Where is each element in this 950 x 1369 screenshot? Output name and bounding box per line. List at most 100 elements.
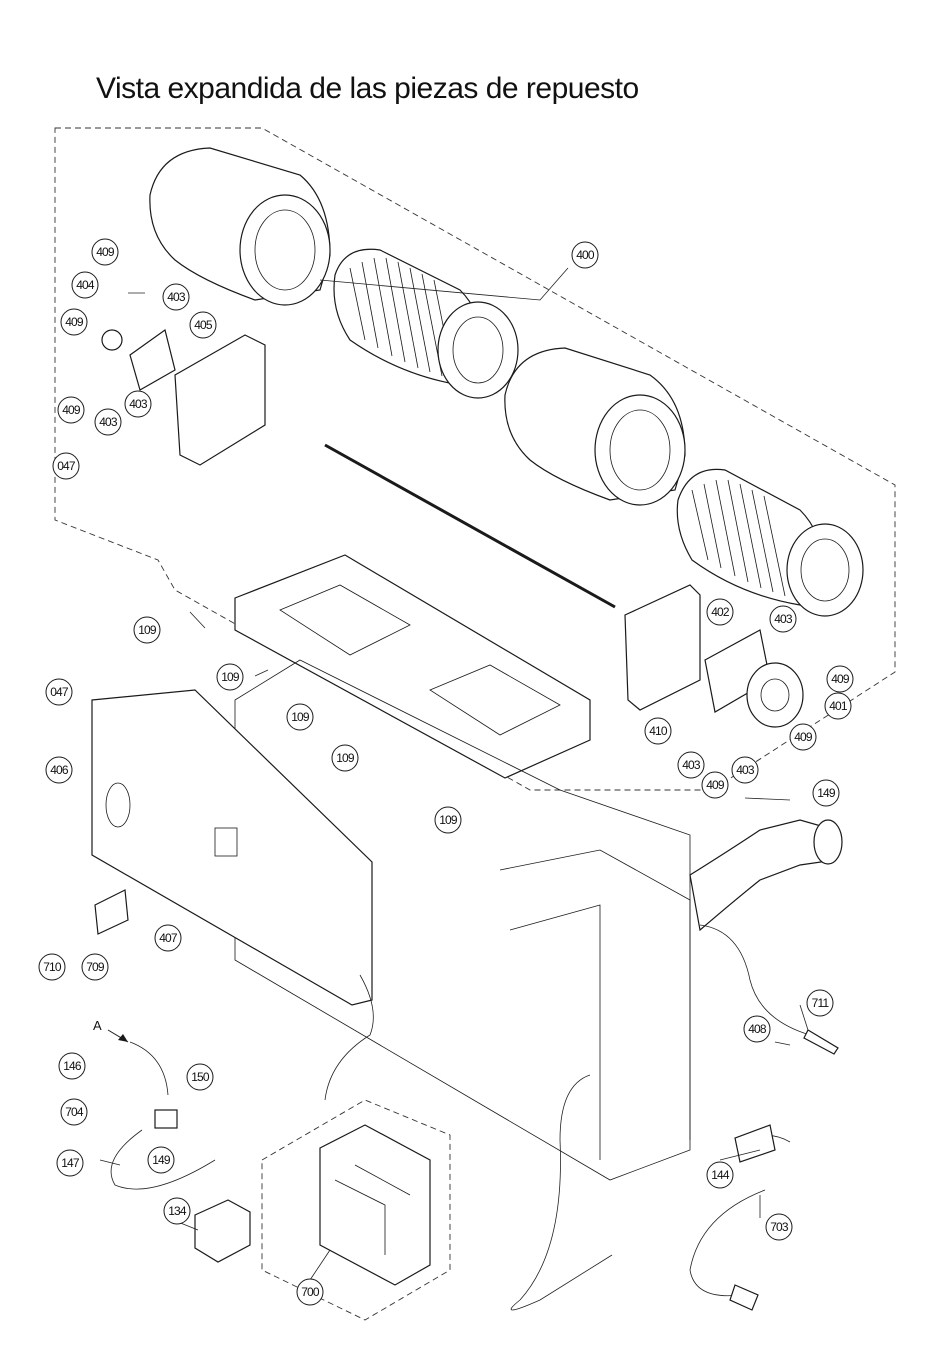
callout-label: 403: [167, 290, 186, 304]
callout-label: 703: [770, 1220, 789, 1234]
callout-047-c047a: 047: [53, 453, 79, 479]
callout-label: 134: [168, 1204, 187, 1218]
callout-label: 144: [711, 1168, 730, 1182]
control-board: [320, 1125, 430, 1285]
callout-label: 409: [96, 245, 115, 259]
sensor-bracket: [95, 890, 128, 934]
callout-109-c109d: 109: [332, 745, 358, 771]
callout-409-c409d: 409: [827, 666, 853, 692]
callout-403-c403b: 403: [125, 391, 151, 417]
callout-149-c149b: 149: [148, 1147, 174, 1173]
right-motor-bracket: [625, 585, 700, 710]
callout-label: 047: [57, 459, 76, 473]
callout-label: 709: [86, 960, 105, 974]
callout-label: 407: [159, 931, 178, 945]
callout-401-c401: 401: [825, 693, 851, 719]
callout-409-c409c: 409: [58, 397, 84, 423]
callout-label: 409: [794, 730, 813, 744]
callout-109-c109c: 109: [287, 704, 313, 730]
blower-motor: [747, 663, 803, 727]
callout-label: 408: [748, 1022, 767, 1036]
callout-label: 109: [336, 751, 355, 765]
callout-label: 405: [194, 318, 213, 332]
callout-409-c409a: 409: [92, 239, 118, 265]
callout-109-c109b: 109: [217, 664, 243, 690]
top-tray: [235, 555, 590, 778]
callout-label: 403: [682, 758, 701, 772]
callout-label: 409: [65, 315, 84, 329]
callout-409-c409b: 409: [61, 309, 87, 335]
callout-label: 402: [711, 605, 730, 619]
callout-label: 047: [50, 685, 69, 699]
filter-cartridge: [195, 1200, 250, 1262]
blower-housing-right: [505, 348, 685, 505]
callout-label: 109: [291, 710, 310, 724]
arrow-a: A: [93, 1018, 128, 1042]
float-switch: [155, 1110, 177, 1128]
callout-label: 704: [65, 1105, 84, 1119]
callout-409-c409e: 409: [790, 724, 816, 750]
callout-709-c709: 709: [82, 954, 108, 980]
callout-406-c406: 406: [46, 757, 72, 783]
callout-109-c109e: 109: [435, 807, 461, 833]
callout-label: 403: [736, 763, 755, 777]
blower-wheel-left: [334, 249, 518, 398]
callout-710-c710: 710: [39, 954, 65, 980]
power-plug: [730, 1285, 758, 1310]
callout-label: 403: [99, 415, 118, 429]
callout-703-c703: 703: [766, 1214, 792, 1240]
callout-400-c400: 400: [572, 242, 598, 268]
callout-711-c711: 711: [807, 990, 833, 1016]
callout-label: 149: [152, 1153, 171, 1167]
callout-label: 400: [576, 248, 595, 262]
callout-label: 109: [138, 623, 157, 637]
callout-047-c047b: 047: [46, 679, 72, 705]
callout-label: 406: [50, 763, 69, 777]
callout-label: 409: [831, 672, 850, 686]
callout-403-c403c: 403: [95, 409, 121, 435]
callout-label: 409: [706, 778, 725, 792]
callout-label: 404: [76, 278, 95, 292]
callout-150-c150: 150: [187, 1064, 213, 1090]
callout-label: 403: [129, 397, 148, 411]
callout-408-c408: 408: [744, 1016, 770, 1042]
callout-409-c409f: 409: [702, 772, 728, 798]
callout-403-c403a: 403: [163, 284, 189, 310]
left-motor-bracket: [175, 335, 265, 465]
callout-109-c109a: 109: [134, 617, 160, 643]
blower-wheel-right: [677, 469, 863, 616]
callout-label: 409: [62, 403, 81, 417]
blower-housing-left: [150, 148, 330, 305]
callout-label: 109: [439, 813, 458, 827]
callout-label: 146: [63, 1059, 82, 1073]
callout-410-c410: 410: [645, 718, 671, 744]
arrow-a-label: A: [93, 1018, 102, 1033]
bearing-plate: [130, 330, 175, 390]
callout-label: 710: [43, 960, 62, 974]
callout-403-c403f: 403: [732, 757, 758, 783]
callout-147-c147: 147: [57, 1150, 83, 1176]
callout-402-c402: 402: [707, 599, 733, 625]
flex-duct: [690, 820, 842, 930]
callout-403-c403e: 403: [678, 752, 704, 778]
callout-label: 147: [61, 1156, 80, 1170]
callout-label: 401: [829, 699, 848, 713]
callout-404-c404: 404: [72, 272, 98, 298]
callout-label: 109: [221, 670, 240, 684]
callout-144-c144: 144: [707, 1162, 733, 1188]
drain-hose: [130, 1042, 168, 1095]
callout-label: 700: [301, 1285, 320, 1299]
front-panel: [92, 690, 372, 1005]
callout-label: 711: [812, 996, 830, 1010]
callout-label: 149: [817, 786, 836, 800]
callout-label: 403: [774, 612, 793, 626]
callout-405-c405: 405: [190, 312, 216, 338]
callout-704-c704: 704: [61, 1099, 87, 1125]
callout-149-c149a: 149: [813, 780, 839, 806]
callout-700-c700: 700: [297, 1279, 323, 1305]
callout-label: 410: [649, 724, 668, 738]
callout-label: 150: [191, 1070, 210, 1084]
callout-134-c134: 134: [164, 1198, 190, 1224]
callout-407-c407: 407: [155, 925, 181, 951]
